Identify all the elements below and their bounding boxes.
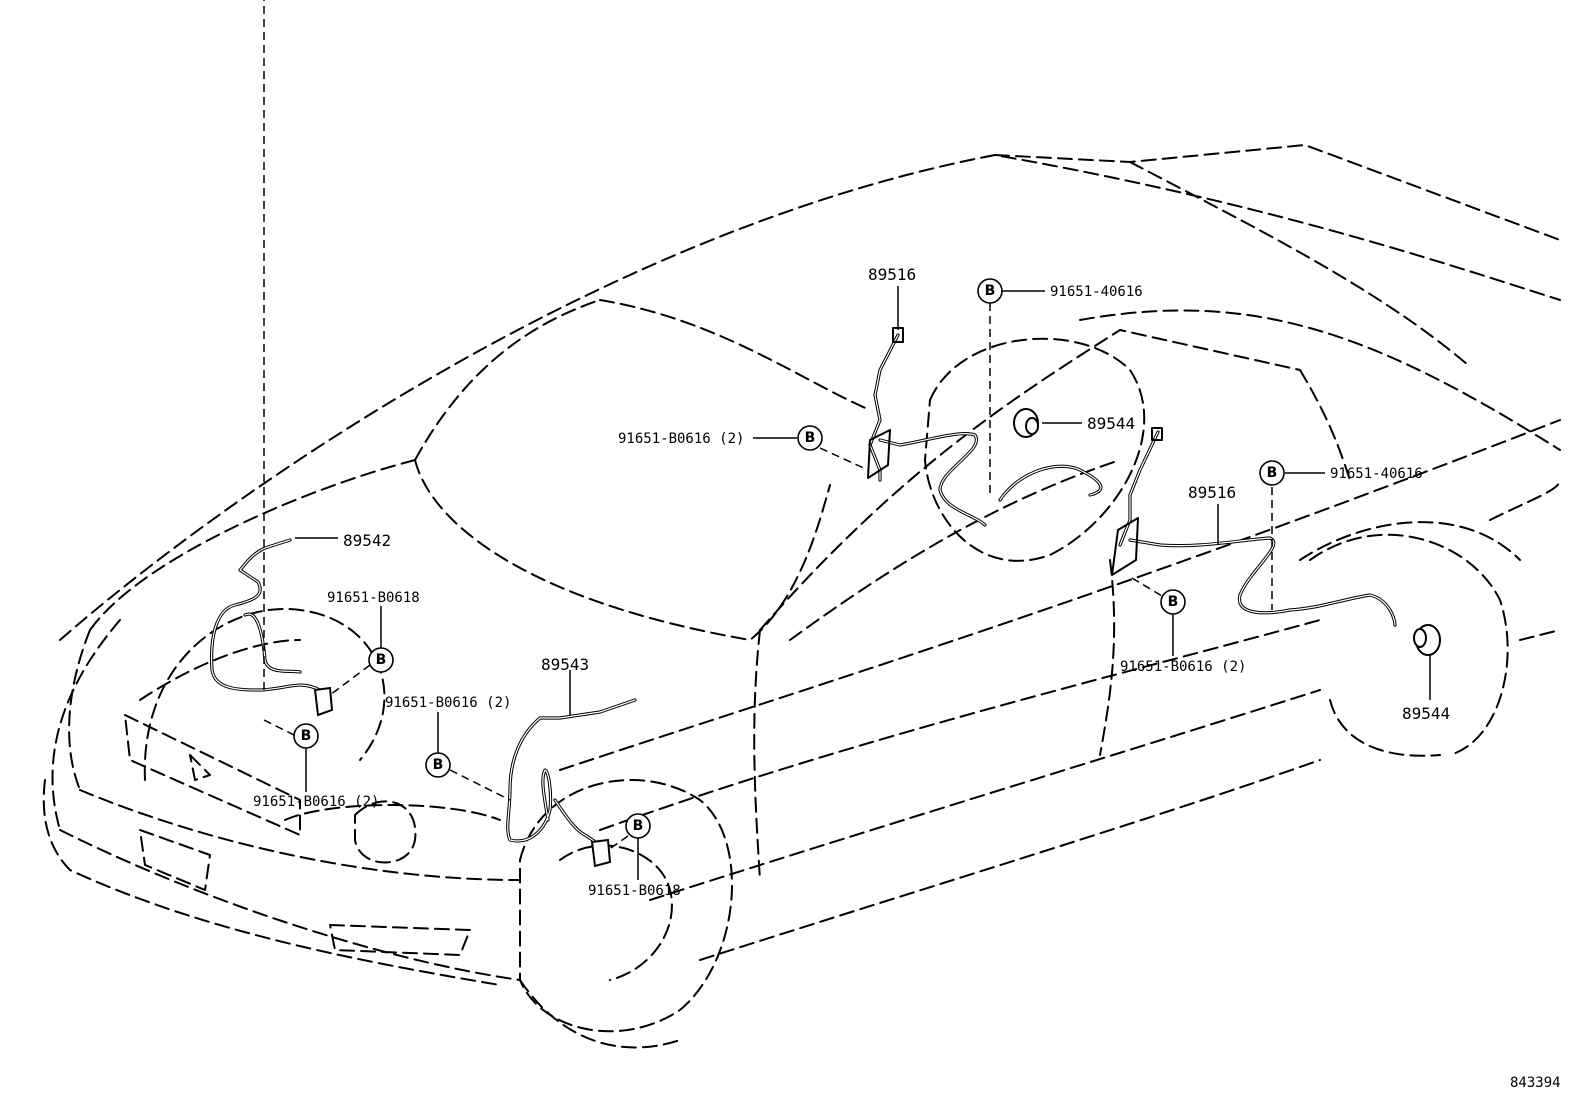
label-89516-right: 89516 [1188, 483, 1236, 502]
label-89544-right: 89544 [1402, 704, 1450, 723]
svg-text:B: B [433, 757, 444, 773]
leader-lines [263, 0, 1431, 880]
svg-text:B: B [1267, 465, 1278, 481]
svg-text:B: B [1168, 594, 1179, 610]
label-91651-b0616-right: 91651-B0616 (2) [1120, 659, 1246, 675]
label-89543: 89543 [541, 655, 589, 674]
car-body-outline [42, 144, 1561, 1049]
label-89516-top: 89516 [868, 265, 916, 284]
svg-text:B: B [985, 283, 996, 299]
bolt-marker-b0618-left: B [368, 647, 394, 673]
label-91651-40616-right: 91651-40616 [1330, 466, 1423, 482]
bolt-marker-40616-right: B [1259, 460, 1285, 486]
diagram-code: 843394 [1510, 1075, 1561, 1091]
label-89542: 89542 [343, 531, 391, 550]
part-labels: 89516 91651-40616 89544 91651-B0616 (2) … [253, 265, 1561, 1091]
bolt-marker-b0616-right: B [1160, 589, 1186, 615]
label-91651-b0616-frontmid: 91651-B0616 (2) [385, 695, 511, 711]
label-91651-b0618-left: 91651-B0618 [327, 590, 420, 606]
bolt-marker-b0616-center: B [797, 425, 823, 451]
bolt-marker-b0618-bottom: B [625, 813, 651, 839]
bolt-marker-40616-top: B [977, 278, 1003, 304]
svg-text:B: B [633, 818, 644, 834]
label-91651-b0618-bottom: 91651-B0618 [588, 883, 681, 899]
label-91651-b0616-center: 91651-B0616 (2) [618, 431, 744, 447]
label-91651-b0616-frontleft: 91651-B0616 (2) [253, 794, 379, 810]
bolt-marker-b0616-frontleft: B [293, 723, 319, 749]
bolt-marker-b0616-frontmid: B [425, 752, 451, 778]
label-89544-mid: 89544 [1087, 414, 1135, 433]
svg-text:B: B [805, 430, 816, 446]
svg-text:B: B [301, 728, 312, 744]
wire-harnesses [210, 327, 1441, 868]
bolt-markers: B B B B B B B B [293, 278, 1285, 839]
label-91651-40616-top: 91651-40616 [1050, 284, 1143, 300]
svg-text:B: B [376, 652, 387, 668]
